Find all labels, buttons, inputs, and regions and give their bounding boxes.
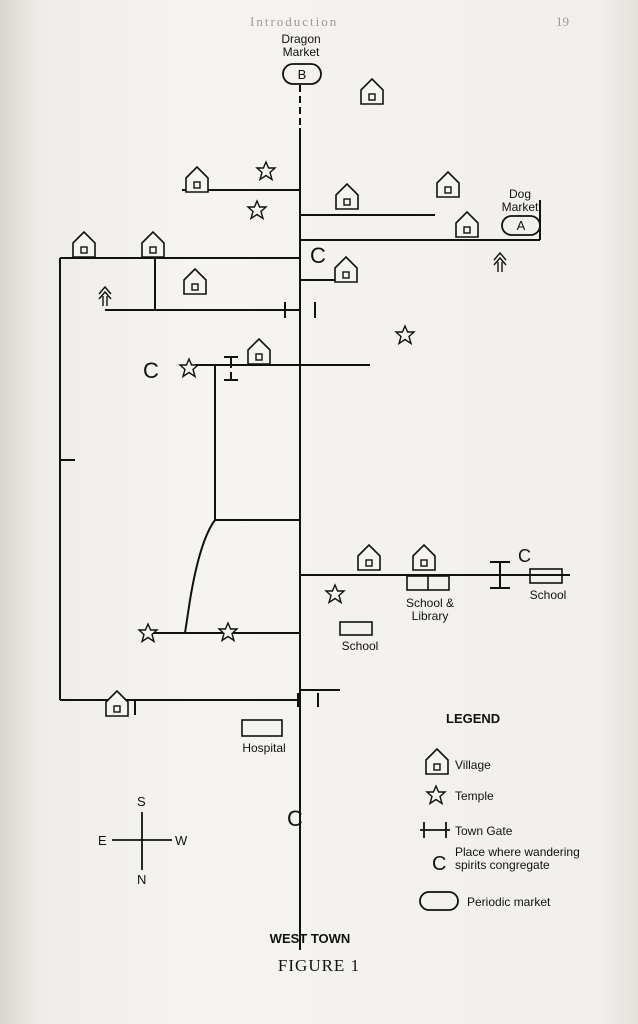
temple-star-icon bbox=[256, 161, 276, 181]
school-south-building bbox=[339, 621, 373, 636]
legend-village-icon bbox=[425, 748, 449, 775]
town-gates bbox=[224, 302, 510, 707]
dragon-market: B bbox=[282, 63, 322, 85]
shrine-icon bbox=[493, 252, 507, 273]
legend-temple-label: Temple bbox=[455, 789, 494, 803]
village-icon bbox=[185, 166, 209, 193]
spirit-places: C C C C bbox=[143, 243, 531, 831]
legend-title: LEGEND bbox=[446, 711, 500, 726]
hospital-label: Hospital bbox=[242, 741, 286, 755]
village-icon bbox=[334, 256, 358, 283]
page-number: 19 bbox=[556, 14, 569, 29]
school-south-label: School bbox=[341, 639, 379, 653]
village-icon bbox=[247, 338, 271, 365]
legend-gate-label: Town Gate bbox=[455, 824, 513, 838]
village-icon bbox=[183, 268, 207, 295]
temple-star-icon bbox=[218, 622, 238, 642]
school-library-label: School & Library bbox=[405, 596, 455, 623]
market-code: B bbox=[298, 67, 307, 82]
legend-market-label: Periodic market bbox=[467, 895, 551, 909]
legend-spirit-icon: C bbox=[432, 853, 446, 875]
market-oval bbox=[501, 215, 541, 236]
temple-star-icon bbox=[325, 584, 345, 604]
legend-temple-icon bbox=[426, 785, 446, 805]
school-east-label: School bbox=[529, 588, 567, 602]
compass-west: W bbox=[175, 833, 188, 848]
spirit-marker: C bbox=[287, 806, 303, 831]
spirit-marker: C bbox=[518, 546, 531, 566]
spirit-marker: C bbox=[143, 358, 159, 383]
village-icon bbox=[455, 211, 479, 238]
temple-star-icon bbox=[247, 200, 267, 220]
compass-south: S bbox=[137, 794, 146, 809]
compass-north: N bbox=[137, 872, 146, 887]
legend-spirits-label: Place where wandering spirits congregate bbox=[455, 845, 580, 872]
village-icon bbox=[141, 231, 165, 258]
compass-rose bbox=[112, 812, 172, 870]
village-icon bbox=[72, 231, 96, 258]
legend-market-icon bbox=[419, 891, 459, 911]
legend-village-label: Village bbox=[455, 758, 491, 772]
temple-star-icon bbox=[395, 325, 415, 345]
legend: LEGEND Village Temple Town Gate C Period… bbox=[419, 711, 551, 911]
temple-star-icon bbox=[179, 358, 199, 378]
figure-caption: FIGURE 1 bbox=[277, 956, 361, 975]
village-icon bbox=[335, 183, 359, 210]
market-oval bbox=[282, 63, 322, 85]
map-title: WEST TOWN bbox=[269, 931, 351, 946]
buildings bbox=[241, 568, 563, 737]
school-east-building bbox=[529, 568, 563, 584]
hospital-building bbox=[241, 719, 283, 737]
compass-east: E bbox=[98, 833, 107, 848]
road-network bbox=[59, 85, 570, 950]
village-icon bbox=[360, 78, 384, 105]
market-code: A bbox=[517, 218, 526, 233]
shrine-icon bbox=[98, 286, 112, 307]
village-icon bbox=[105, 690, 129, 717]
temple-star-icon bbox=[138, 623, 158, 643]
page-header: Introduction bbox=[250, 14, 339, 29]
spirit-marker: C bbox=[310, 243, 326, 268]
dragon-market-label: Dragon Market bbox=[281, 32, 321, 59]
dog-market-label: Dog Market bbox=[501, 187, 539, 214]
village-icon bbox=[357, 544, 381, 571]
dog-market: A bbox=[501, 215, 541, 236]
village-icon bbox=[436, 171, 460, 198]
village-icon bbox=[412, 544, 436, 571]
